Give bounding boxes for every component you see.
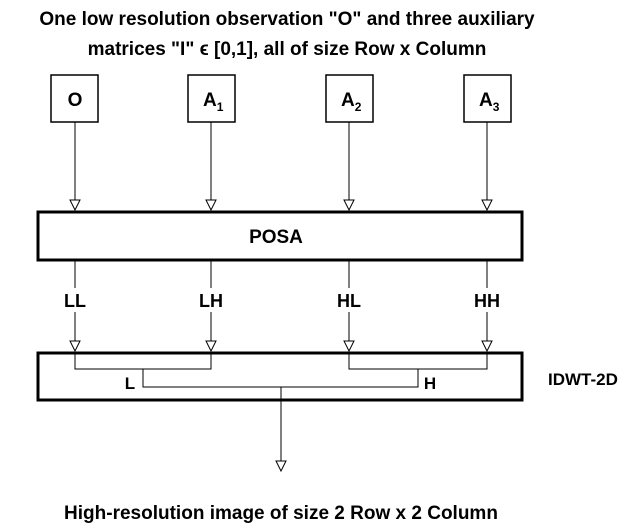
input-sub-a2: 2 [355, 100, 362, 114]
input-box-a2: A2 [325, 74, 374, 123]
heading-line-1: One low resolution observation "O" and t… [39, 9, 535, 30]
posa-label: POSA [249, 227, 303, 248]
idwt-high-label: H [424, 374, 436, 393]
input-box-a3: A3 [463, 74, 512, 123]
input-box-a1: A1 [187, 74, 236, 123]
band-label-lh: LH [199, 291, 223, 311]
band-label-hh: HH [474, 291, 500, 311]
band-label-ll: LL [64, 291, 86, 311]
output-label: High-resolution image of size 2 Row x 2 … [64, 503, 498, 524]
idwt-side-label: IDWT-2D [548, 370, 618, 389]
idwt-low-label: L [125, 374, 135, 393]
svg-text:A3: A3 [479, 90, 500, 114]
input-box-o: O [50, 74, 99, 123]
svg-text:A2: A2 [341, 90, 362, 114]
input-label-a3: A [479, 90, 493, 111]
input-sub-a1: 1 [217, 100, 224, 114]
heading-line-2: matrices "I" ϵ [0,1], all of size Row x … [88, 39, 487, 60]
input-label-a1: A [203, 90, 217, 111]
posa-block: POSA [36, 210, 524, 262]
input-arrows [69, 122, 493, 212]
output-arrow [275, 387, 287, 473]
input-sub-a3: 3 [493, 100, 500, 114]
input-label-o: O [68, 90, 83, 111]
idwt-block: L H [36, 351, 524, 402]
svg-text:A1: A1 [203, 90, 224, 114]
input-label-a2: A [341, 90, 355, 111]
band-label-hl: HL [337, 291, 361, 311]
band-lines [69, 260, 493, 353]
